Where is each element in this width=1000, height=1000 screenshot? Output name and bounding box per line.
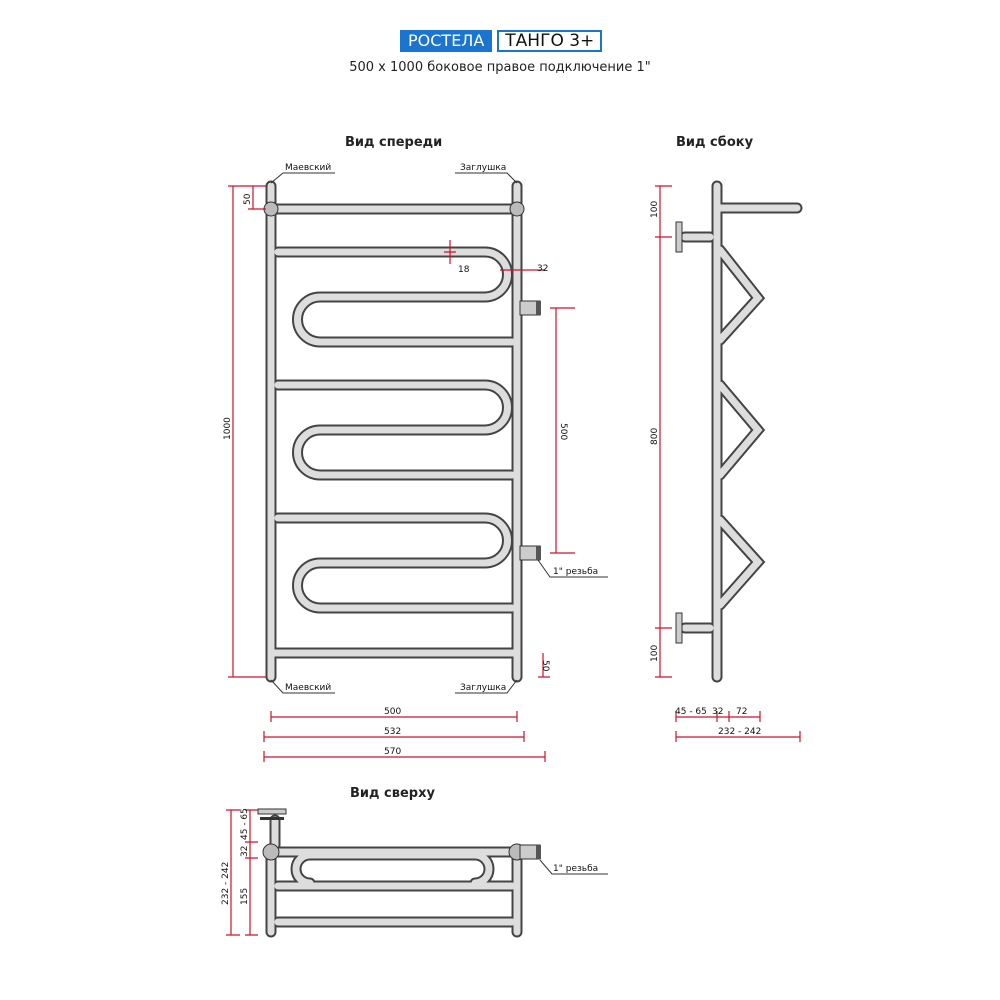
- side-towel-rail: [675, 180, 803, 683]
- dim-height: 1000: [223, 417, 233, 440]
- top-view-title: Вид сверху: [350, 786, 435, 801]
- front-view-title: Вид спереди: [345, 135, 442, 150]
- model-label: ТАНГО 3+: [497, 30, 603, 52]
- dim-side-middle: 800: [650, 428, 660, 445]
- dim-wall-distance: 45 - 65: [675, 707, 707, 717]
- dim-side-offset: 32: [537, 264, 548, 274]
- side-dimensions: 100 800 100 45 - 65 32 72 232 - 242: [650, 185, 801, 742]
- dim-side-bottom: 100: [650, 645, 660, 662]
- mayevsky-bottom-label: Маевский: [285, 683, 331, 693]
- front-towel-rail: [263, 180, 541, 683]
- dim-tube: 32: [712, 707, 723, 717]
- plug-bottom-label: Заглушка: [460, 683, 506, 693]
- dim-side-top: 100: [650, 201, 660, 218]
- dim-side-total: 232 - 242: [718, 727, 761, 737]
- mayevsky-top-label: Маевский: [285, 163, 331, 173]
- side-view-title: Вид сбоку: [676, 135, 754, 150]
- dim-width-532: 532: [384, 727, 401, 737]
- dim-top-depth: 155: [240, 888, 250, 905]
- logo: РОСТЕЛА ТАНГО 3+: [400, 30, 603, 52]
- dim-bar-gap: 18: [458, 265, 470, 275]
- dim-connection: 500: [558, 423, 568, 440]
- top-towel-rail: 1" резьба: [257, 808, 608, 938]
- dim-top-total: 232 - 242: [221, 862, 231, 905]
- front-labels: Маевский Заглушка Маевский Заглушка 1" р…: [270, 163, 608, 694]
- subtitle: 500 x 1000 боковое правое подключение 1": [349, 60, 651, 75]
- dim-top-offset: 50: [243, 193, 253, 205]
- front-dimensions: 1000 50 18 32 500 50 500 532 570: [223, 185, 575, 762]
- dim-bottom-offset: 50: [540, 660, 550, 672]
- dim-width-570: 570: [384, 747, 401, 757]
- thread-label: 1" резьба: [553, 567, 598, 577]
- dim-top-tube: 32: [240, 846, 250, 857]
- top-dimensions: 232 - 242 45 - 65 32 155: [221, 808, 258, 936]
- dim-width-500: 500: [384, 707, 401, 717]
- plug-top-label: Заглушка: [460, 163, 506, 173]
- top-thread-label: 1" резьба: [553, 864, 598, 874]
- brand-label: РОСТЕЛА: [400, 30, 493, 52]
- dim-top-wall: 45 - 65: [240, 808, 250, 840]
- dim-depth: 72: [736, 707, 747, 717]
